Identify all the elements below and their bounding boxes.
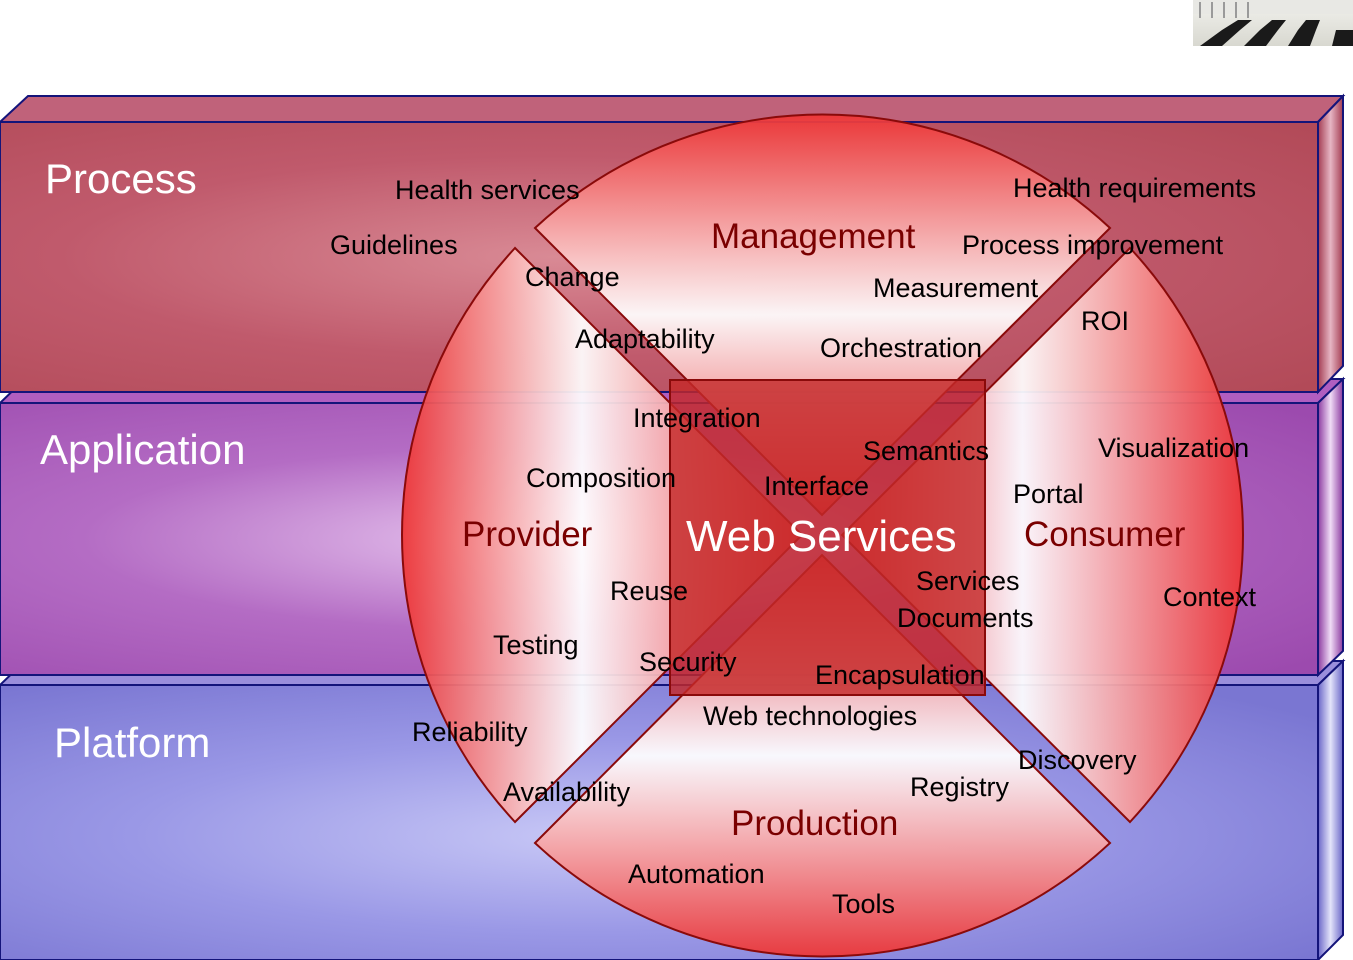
web-services-core <box>669 379 986 696</box>
term-adaptability: Adaptability <box>575 324 715 354</box>
term-integration: Integration <box>633 403 761 433</box>
management-quadrant <box>533 113 1112 517</box>
quadrant-label-provider: Provider <box>462 515 593 554</box>
consumer-quadrant <box>840 246 1244 824</box>
term-visualization: Visualization <box>1098 433 1249 463</box>
term-health-services: Health services <box>395 175 580 205</box>
center-label: Web Services <box>686 512 957 561</box>
term-discovery: Discovery <box>1018 745 1137 775</box>
layer-label-platform: Platform <box>54 719 210 766</box>
quadrant-label-consumer: Consumer <box>1024 515 1186 554</box>
term-portal: Portal <box>1013 479 1084 509</box>
term-documents: Documents <box>897 603 1034 633</box>
term-semantics: Semantics <box>863 436 989 466</box>
term-change: Change <box>525 262 620 292</box>
term-roi: ROI <box>1081 306 1129 336</box>
term-context: Context <box>1163 582 1257 612</box>
term-automation: Automation <box>628 859 765 889</box>
layer-label-application: Application <box>40 426 245 473</box>
term-encapsulation: Encapsulation <box>815 660 985 690</box>
checkered-floor-thumbnail <box>1193 0 1353 46</box>
production-quadrant <box>533 553 1112 958</box>
term-testing: Testing <box>493 630 579 660</box>
wheel <box>401 113 1244 958</box>
term-measurement: Measurement <box>873 273 1039 303</box>
term-reliability: Reliability <box>412 717 528 747</box>
term-interface: Interface <box>764 471 869 501</box>
quadrant-label-management: Management <box>711 217 916 256</box>
provider-quadrant <box>401 246 804 824</box>
term-guidelines: Guidelines <box>330 230 458 260</box>
terms: Health services Guidelines Health requir… <box>330 173 1257 919</box>
quadrant-label-production: Production <box>731 804 898 843</box>
term-tools: Tools <box>832 889 895 919</box>
term-services: Services <box>916 566 1020 596</box>
layer-label-process: Process <box>45 155 197 202</box>
term-orchestration: Orchestration <box>820 333 982 363</box>
term-process-improvement: Process improvement <box>962 230 1224 260</box>
term-health-requirements: Health requirements <box>1013 173 1256 203</box>
term-security: Security <box>639 647 737 677</box>
term-availability: Availability <box>503 777 631 807</box>
term-composition: Composition <box>526 463 676 493</box>
term-web-technologies: Web technologies <box>703 701 917 731</box>
term-registry: Registry <box>910 772 1010 802</box>
term-reuse: Reuse <box>610 576 688 606</box>
